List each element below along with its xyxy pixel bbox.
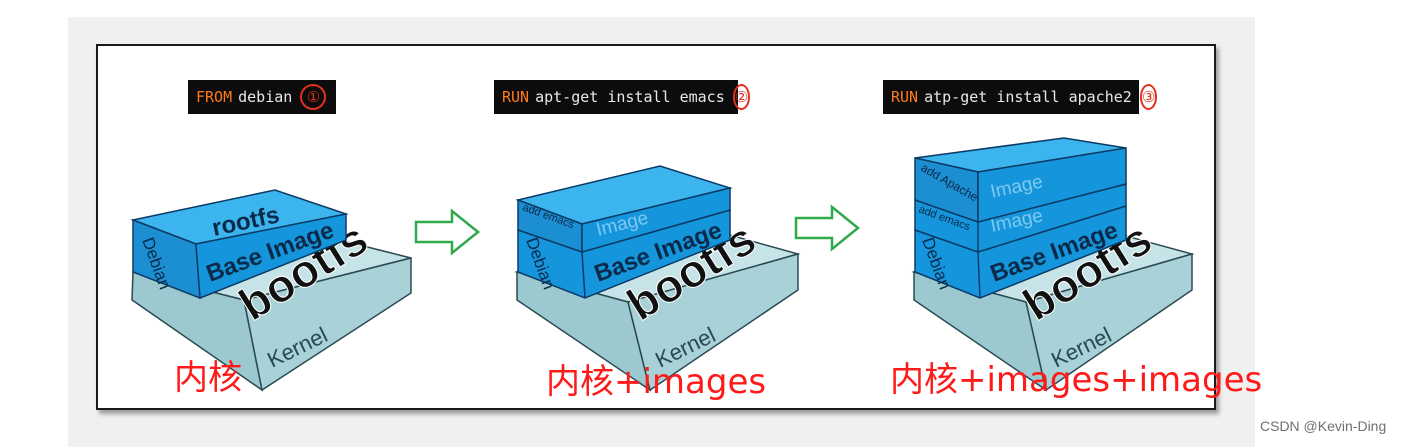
right-arrow-icon — [414, 208, 480, 256]
stack-2: Kernel bootfs Debian Base Image add emac… — [514, 165, 801, 392]
command-box-3: RUN atp-get install apache2 ③ — [883, 80, 1158, 114]
step-number-badge: ① — [300, 84, 327, 110]
command-keyword: FROM — [196, 88, 233, 106]
command-box-1: FROM debian ① — [188, 80, 336, 114]
caption-3: 内核+images+images — [890, 360, 1263, 400]
command-text: atp-get install apache2 — [924, 88, 1132, 106]
step-number-badge: ② — [732, 84, 751, 110]
caption-1: 内核 — [174, 358, 242, 398]
stack-1: Kernel bootfs rootfs Debian Base Image — [130, 189, 412, 392]
step-number-badge: ③ — [1139, 84, 1158, 110]
command-text: debian — [238, 88, 293, 106]
watermark: CSDN @Kevin-Ding — [1260, 418, 1387, 434]
right-arrow-icon — [794, 204, 860, 252]
rootfs-layer: rootfs Debian Base Image — [130, 189, 349, 300]
stack-3: Kernel bootfs Debian Base Image add emac… — [911, 137, 1195, 392]
command-keyword: RUN — [502, 88, 530, 106]
command-box-2: RUN apt-get install emacs ② — [494, 80, 751, 114]
command-text: apt-get install emacs — [535, 88, 725, 106]
emacs-image-layer: add emacs Image — [515, 165, 733, 254]
command-keyword: RUN — [891, 88, 919, 106]
caption-2: 内核+images — [546, 362, 767, 402]
apache-image-layer: add Apache Image — [914, 137, 1127, 224]
